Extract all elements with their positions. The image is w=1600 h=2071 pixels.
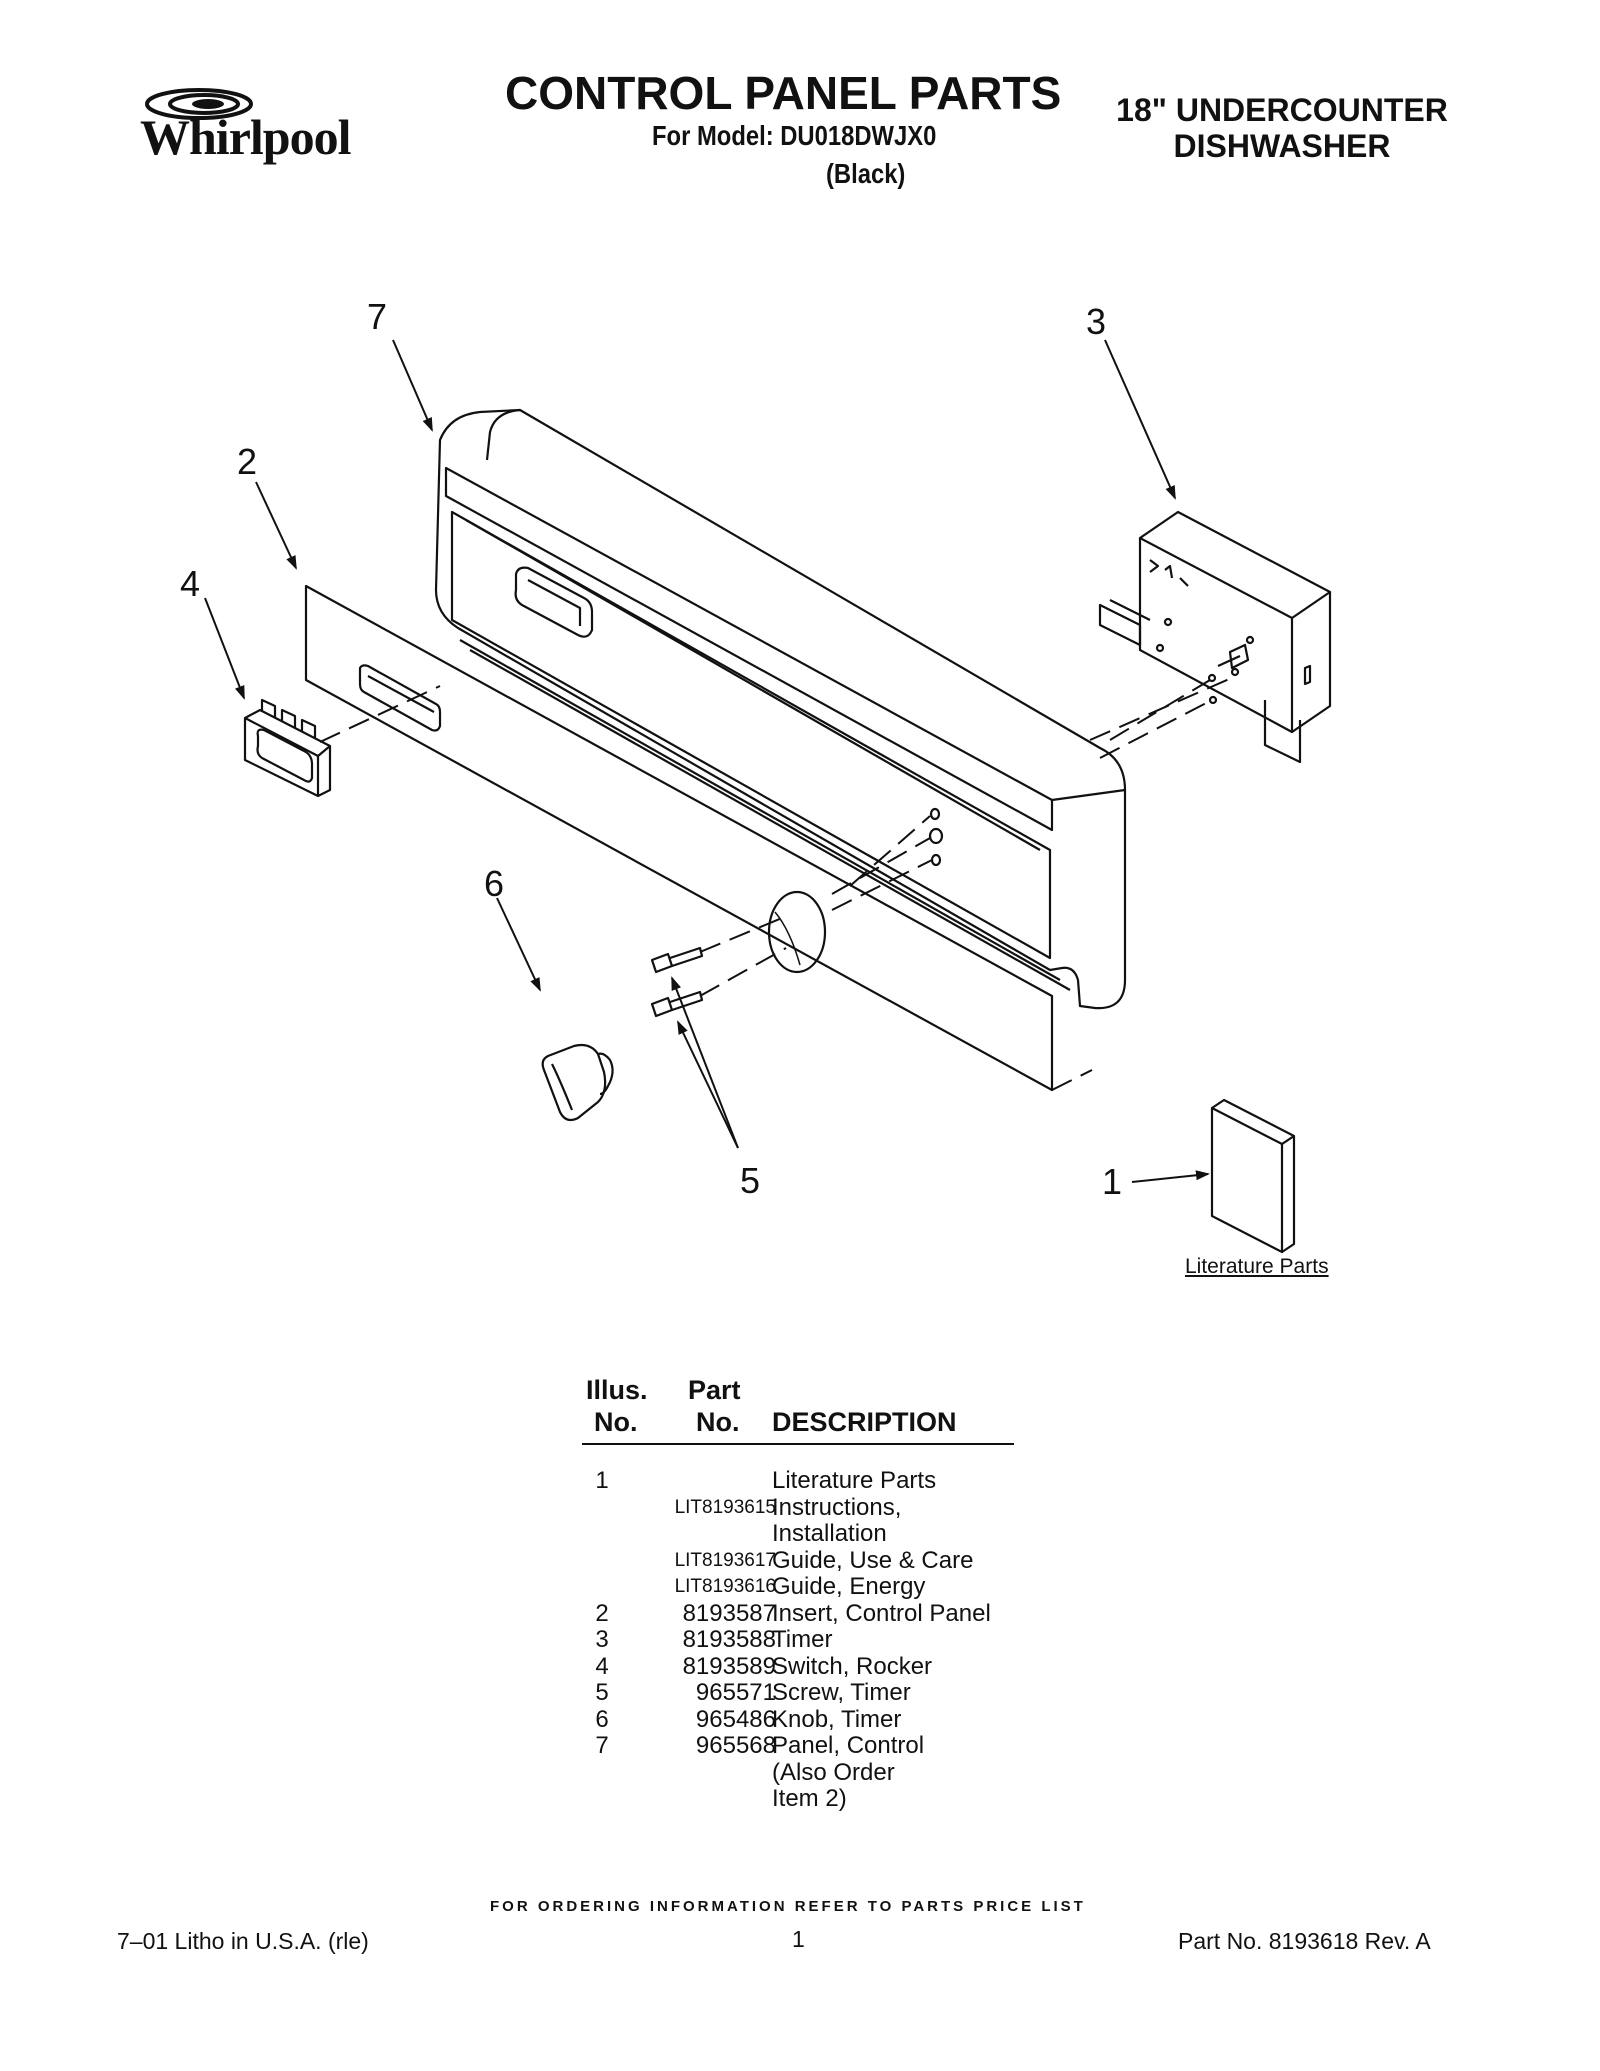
callout-3: 3 — [1086, 301, 1107, 342]
rocker-switch-part — [243, 698, 332, 798]
model-line: For Model: DU018DWJX0 — [652, 120, 937, 151]
part-description: (Also Order — [772, 1758, 895, 1786]
part-description: Knob, Timer — [772, 1705, 902, 1733]
illus-number: 5 — [595, 1679, 609, 1706]
callout-4: 4 — [180, 563, 201, 604]
part-number: 8193588 — [682, 1626, 776, 1653]
exploded-diagram — [204, 339, 1332, 1254]
part-description: Instructions, — [772, 1493, 902, 1521]
header-part-bottom: No. — [696, 1407, 740, 1437]
part-description: Timer — [772, 1626, 833, 1653]
leader-arrow-5b — [677, 1020, 739, 1149]
brand-logo: Whirlpool — [140, 82, 380, 172]
brand-name: Whirlpool — [140, 109, 351, 165]
parts-table: Illus. No. Part No. DESCRIPTION 1 Literat… — [582, 1375, 1022, 1815]
timer-part — [1098, 510, 1332, 764]
part-description: Item 2) — [772, 1785, 847, 1812]
header-description: DESCRIPTION — [772, 1407, 957, 1437]
leader-arrow-5a — [671, 976, 739, 1149]
part-number: 8193589 — [682, 1652, 776, 1680]
part-number: 965486 — [695, 1705, 776, 1733]
callout-7: 7 — [367, 296, 388, 337]
part-description: Literature Parts — [772, 1467, 937, 1494]
header-illus-bottom: No. — [594, 1407, 638, 1437]
callout-6: 6 — [484, 863, 505, 904]
footer-litho: 7–01 Litho in U.S.A. (rle) — [117, 1928, 369, 1954]
header-illus-top: Illus. — [586, 1375, 648, 1405]
knob-part — [541, 1043, 614, 1122]
illus-number: 2 — [595, 1599, 609, 1627]
color-line: (Black) — [826, 158, 906, 189]
leader-arrow-7 — [392, 339, 433, 432]
part-number: 965568 — [695, 1732, 776, 1759]
table-row: (Also Order — [582, 1759, 1022, 1786]
leader-arrow-4 — [204, 597, 245, 700]
table-row: Installation — [582, 1520, 1022, 1547]
callout-1: 1 — [1102, 1161, 1123, 1202]
part-number: 965571 — [695, 1679, 776, 1706]
swirl-icon — [145, 88, 253, 120]
part-description: Guide, Energy — [772, 1573, 926, 1600]
product-line-1: 18" UNDERCOUNTER — [1116, 92, 1448, 128]
header-rule — [582, 1443, 1014, 1445]
part-number: LIT8193617 — [674, 1549, 776, 1571]
table-row: Item 2) — [582, 1785, 1022, 1812]
illus-number: 1 — [595, 1467, 609, 1494]
part-number: LIT8193615 — [674, 1496, 776, 1518]
part-number: 8193587 — [682, 1599, 776, 1627]
illus-number: 6 — [595, 1705, 609, 1733]
ordering-note: FOR ORDERING INFORMATION REFER TO PARTS … — [490, 1898, 1086, 1915]
footer-part-number: Part No. 8193618 Rev. A — [1178, 1928, 1431, 1954]
control-panel-part — [434, 408, 1127, 1010]
literature-part — [1210, 1098, 1296, 1254]
leader-arrow-3 — [1104, 339, 1176, 500]
callout-2: 2 — [237, 441, 258, 482]
page-number: 1 — [792, 1926, 805, 1952]
product-name: 18" UNDERCOUNTER DISHWASHER — [1112, 92, 1452, 164]
leader-arrow-2 — [255, 481, 297, 570]
screw-parts — [650, 946, 704, 1018]
illus-number: 4 — [595, 1652, 609, 1680]
part-number: LIT8193616 — [674, 1576, 776, 1597]
part-description: Switch, Rocker — [772, 1652, 933, 1680]
illus-number: 7 — [595, 1732, 609, 1759]
leader-arrow-6 — [496, 897, 541, 992]
literature-parts-label: Literature Parts — [1185, 1255, 1329, 1278]
part-description: Insert, Control Panel — [772, 1599, 991, 1627]
illus-number: 3 — [595, 1626, 609, 1653]
part-description: Guide, Use & Care — [772, 1546, 974, 1574]
part-description: Screw, Timer — [772, 1679, 911, 1706]
part-description: Panel, Control — [772, 1732, 925, 1759]
header-part-top: Part — [688, 1375, 741, 1405]
product-line-2: DISHWASHER — [1173, 128, 1391, 164]
page-title: CONTROL PANEL PARTS — [505, 67, 1062, 119]
part-description: Installation — [772, 1520, 887, 1547]
callout-5: 5 — [740, 1160, 761, 1201]
control-panel-insert-part — [304, 584, 1054, 1092]
leader-arrow-1 — [1131, 1170, 1210, 1183]
table-row: 1 Literature Parts — [582, 1467, 1022, 1494]
